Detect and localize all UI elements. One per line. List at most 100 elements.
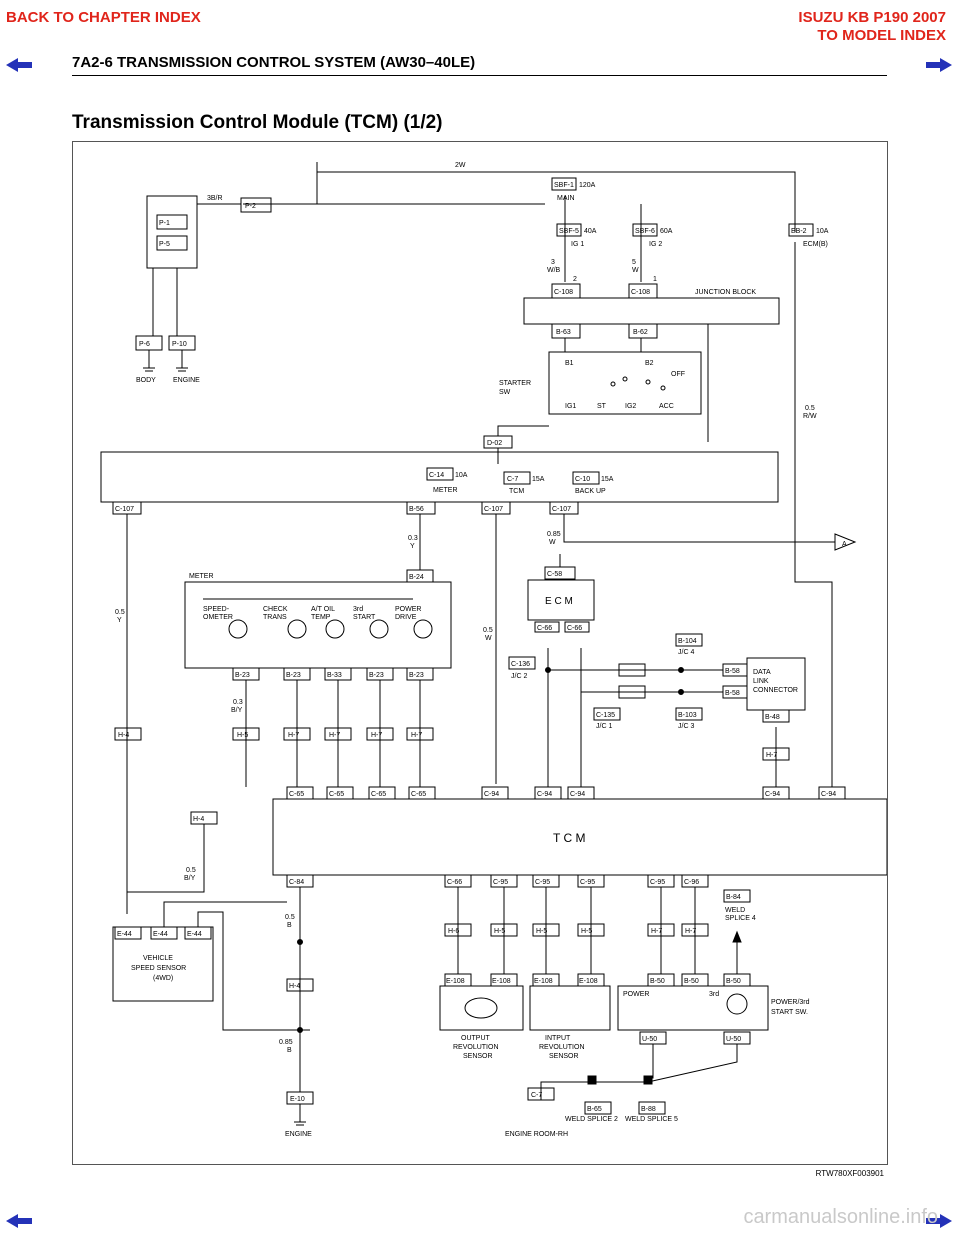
next-page-arrow-icon[interactable] xyxy=(926,58,952,72)
sbf1-label: SBF-1 xyxy=(554,182,574,189)
wire-3-color-label: W/B xyxy=(547,267,561,274)
c95a-label: C-95 xyxy=(493,879,508,886)
c96-label: C-96 xyxy=(684,879,699,886)
c7-amp-label: 15A xyxy=(532,476,545,483)
back-to-chapter-link[interactable]: BACK TO CHAPTER INDEX xyxy=(6,9,201,26)
weld-splice-2-label: WELD SPLICE 2 xyxy=(565,1116,618,1123)
e108d-label: E-108 xyxy=(579,978,598,985)
acc-terminal-label: ACC xyxy=(659,403,674,410)
battery-box xyxy=(146,195,198,269)
p5-box xyxy=(156,235,188,251)
prev-page-arrow-icon[interactable] xyxy=(6,58,32,72)
b23e-label: B-23 xyxy=(409,672,424,679)
b2-label: B2 xyxy=(645,360,654,367)
wire-085b-color: B xyxy=(287,1047,292,1054)
c135-box xyxy=(593,707,621,721)
h7d-label: H-7 xyxy=(411,732,422,739)
c108b-label: C-108 xyxy=(631,289,650,296)
c95d-label: C-95 xyxy=(650,879,665,886)
wire-3-label: 3 xyxy=(551,259,555,266)
wire-085b-size: 0.85 xyxy=(279,1039,293,1046)
c65b-label: C-65 xyxy=(329,791,344,798)
ig1-terminal-label: IG1 xyxy=(565,403,576,410)
b58a-label: B-58 xyxy=(725,668,740,675)
p2-box xyxy=(240,197,272,213)
c95b-label: C-95 xyxy=(535,879,550,886)
b103-label: B-103 xyxy=(678,712,697,719)
c65c-label: C-65 xyxy=(371,791,386,798)
c58-label: C-58 xyxy=(547,571,562,578)
speedometer-label-2: OMETER xyxy=(203,614,233,621)
pin-1-label: 1 xyxy=(653,276,657,283)
wire-03y-size: 0.3 xyxy=(408,535,418,542)
tcm-fuse-label: TCM xyxy=(509,488,524,495)
wire-05rw-size: 0.5 xyxy=(805,405,815,412)
power-3rd-switch-label: POWER/3rd xyxy=(771,999,810,1006)
c10-box xyxy=(572,471,600,485)
vss-label-2: SPEED SENSOR xyxy=(131,965,186,972)
b56-label: B-56 xyxy=(409,506,424,513)
output-sensor-label-2: REVOLUTION xyxy=(453,1044,499,1051)
b103-box xyxy=(675,707,703,721)
sbf6-label: SBF-6 xyxy=(635,228,655,235)
c10-amp-label: 15A xyxy=(601,476,614,483)
main-label: MAIN xyxy=(557,195,575,202)
b23c-label: B-33 xyxy=(327,672,342,679)
b104-label: B-104 xyxy=(678,638,697,645)
c14-amp-label: 10A xyxy=(455,472,468,479)
c65d-label: C-65 xyxy=(411,791,426,798)
power-drive-label: POWER xyxy=(395,606,421,613)
wire-03y-color: Y xyxy=(410,543,415,550)
backup-fuse-label: BACK UP xyxy=(575,488,606,495)
wire-5-color-label: W xyxy=(632,267,639,274)
h4b-label: H-4 xyxy=(193,816,204,823)
c14-box xyxy=(426,467,454,481)
prev-page-arrow-bottom-icon[interactable] xyxy=(6,1214,32,1228)
c66b-label: C-66 xyxy=(567,625,582,632)
h6c-label: H-5 xyxy=(536,928,547,935)
pin-2-label: 2 xyxy=(573,276,577,283)
u50b-label: U-50 xyxy=(726,1036,741,1043)
dlc-label-2: LINK xyxy=(753,678,769,685)
engine-room-ground-label: ENGINE ROOM-RH xyxy=(505,1131,568,1138)
meter-label: METER xyxy=(189,573,214,580)
input-sensor-label-3: SENSOR xyxy=(549,1053,579,1060)
third-start-label: 3rd xyxy=(353,606,363,613)
to-model-index-link[interactable]: TO MODEL INDEX xyxy=(817,27,946,44)
d02-label: D-02 xyxy=(487,440,502,447)
wire-03by-color: B/Y xyxy=(231,707,243,714)
b50a-label: B-50 xyxy=(650,978,665,985)
c136-label: C-136 xyxy=(511,661,530,668)
power-terminal-label: POWER xyxy=(623,991,649,998)
ig2-terminal-label: IG2 xyxy=(625,403,636,410)
u50a-label: U-50 xyxy=(642,1036,657,1043)
p1-box xyxy=(156,214,188,230)
input-sensor-label-2: REVOLUTION xyxy=(539,1044,585,1051)
b88-label: B-88 xyxy=(641,1106,656,1113)
ig2-label: IG 2 xyxy=(649,241,662,248)
third-start-label-2: START xyxy=(353,614,376,621)
h4a-box xyxy=(114,727,142,741)
weld-splice-5-label: WELD SPLICE 5 xyxy=(625,1116,678,1123)
engine-ground-label: ENGINE xyxy=(173,377,200,384)
next-page-arrow-bottom-icon[interactable] xyxy=(926,1214,952,1228)
b48-label: B-48 xyxy=(765,714,780,721)
fuse-block xyxy=(100,451,779,503)
model-title-link[interactable]: ISUZU KB P190 2007 xyxy=(798,9,946,26)
b63-box xyxy=(551,323,581,339)
engine-ground-2-label: ENGINE xyxy=(285,1131,312,1138)
b65-label: B-65 xyxy=(587,1106,602,1113)
wire-03by-size: 0.3 xyxy=(233,699,243,706)
starter-switch-box xyxy=(548,351,702,415)
wire-top xyxy=(317,171,796,232)
b50c-label: B-50 xyxy=(726,978,741,985)
weld-splice-4-label: WELD xyxy=(725,907,745,914)
wire-05w-size: 0.5 xyxy=(483,627,493,634)
junction-block-top xyxy=(523,297,780,325)
e44c-label: E-44 xyxy=(187,931,202,938)
battery-wire-label: 3B/R xyxy=(207,195,223,202)
b56-box xyxy=(406,501,436,515)
b23a-label: B-23 xyxy=(235,672,250,679)
starter-switch-label: STARTER xyxy=(499,380,531,387)
ecm-box xyxy=(527,579,595,621)
